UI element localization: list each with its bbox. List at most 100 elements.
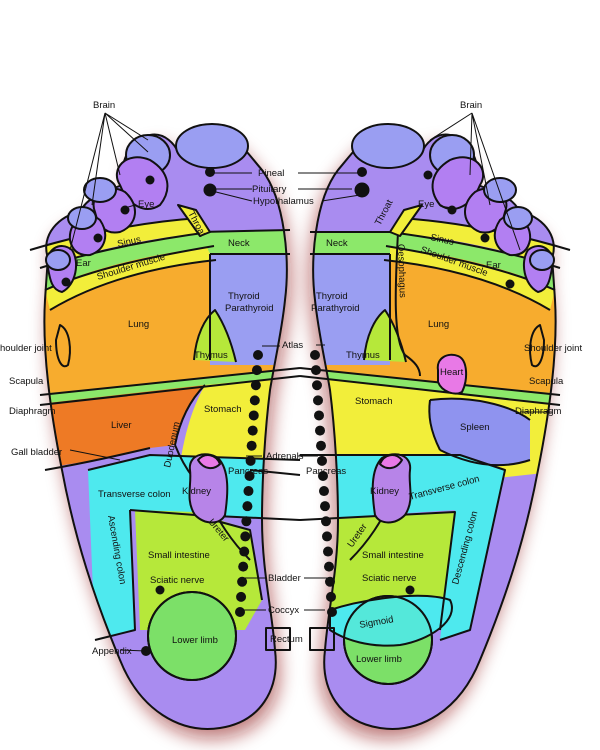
- spine-dot: [237, 576, 248, 587]
- diaphragm-label-right: Diaphragm: [515, 406, 562, 417]
- spine-dot: [312, 380, 322, 391]
- leader-lines: [69, 112, 552, 652]
- eye-dot: [480, 233, 490, 243]
- small-intestine-label-right: Small intestine: [362, 550, 424, 561]
- sciatic-nerve-label-right: Sciatic nerve: [362, 573, 416, 584]
- spine-dot: [319, 486, 329, 497]
- scapula-label-right: Scapula: [529, 376, 564, 387]
- oesophagus-label: Oesophagus: [395, 244, 408, 298]
- sciatic-nerve-label-left: Sciatic nerve: [150, 575, 204, 586]
- pineal-label: Pineal: [258, 168, 284, 179]
- spine-dot: [314, 410, 324, 421]
- lung-label-left: Lung: [128, 319, 149, 330]
- atlas-label: Atlas: [282, 340, 303, 351]
- pituitary-dot-right: [354, 182, 370, 198]
- spine-dot: [238, 561, 249, 572]
- spine-dot: [243, 486, 254, 497]
- thymus-label-left: Thymus: [194, 350, 228, 361]
- kidney-label-right: Kidney: [370, 486, 399, 497]
- brain-label-left: Brain: [93, 100, 115, 111]
- stomach-label-left: Stomach: [204, 404, 242, 415]
- ear-dot: [61, 277, 71, 287]
- sciatic-dot-right: [405, 585, 415, 595]
- eye-label-right: Eye: [418, 199, 434, 210]
- hypothalamus-label: Hypothalamus: [253, 196, 314, 207]
- shoulder-joint-label-left: houlder joint: [0, 343, 52, 354]
- pancreas-label-left: Pancreas: [228, 466, 268, 477]
- spine-dot: [316, 440, 326, 451]
- liver-label: Liver: [111, 420, 132, 431]
- sinus-label-right: Sinus: [429, 232, 455, 248]
- brain-label-right: Brain: [460, 100, 482, 111]
- spine-dot: [253, 350, 263, 360]
- spine-dot: [247, 425, 258, 436]
- spine-dot: [311, 365, 321, 376]
- spine-dot: [250, 380, 261, 391]
- sciatic-dot-left: [155, 585, 165, 595]
- lower-limb-label-right: Lower limb: [356, 654, 402, 665]
- spine-dot: [310, 350, 320, 360]
- neck-label-left: Neck: [228, 238, 250, 249]
- spleen-label: Spleen: [460, 422, 490, 433]
- parathyroid-label-right: Parathyroid: [311, 303, 360, 314]
- brain-dot: [145, 175, 155, 185]
- eye-dot: [93, 233, 103, 243]
- spine-dot: [248, 410, 259, 421]
- spine-dot: [322, 531, 332, 542]
- spine-dot: [324, 561, 334, 572]
- eye-label-left: Eye: [138, 199, 154, 210]
- thymus-label-right: Thymus: [346, 350, 380, 361]
- spine-dot: [249, 395, 260, 406]
- bladder-label: Bladder: [268, 573, 301, 584]
- spine-dot: [242, 501, 253, 512]
- heart-label: Heart: [440, 367, 464, 378]
- neck-label-right: Neck: [326, 238, 348, 249]
- spine-dot: [320, 501, 330, 512]
- lung-label-right: Lung: [428, 319, 449, 330]
- spine-dot: [318, 470, 328, 481]
- diaphragm-label-left: Diaphragm: [9, 406, 56, 417]
- spine-dot: [244, 470, 255, 481]
- ear-label-right: Ear: [486, 260, 501, 271]
- lower-limb-label-left: Lower limb: [172, 635, 218, 646]
- spine-dots: [235, 350, 337, 617]
- kidney-label-left: Kidney: [182, 486, 211, 497]
- pineal-dot: [357, 167, 367, 177]
- spine-dot: [235, 607, 245, 617]
- small-intestine-label-left: Small intestine: [148, 550, 210, 561]
- heart-shape: [436, 353, 468, 395]
- organ-shapes: [147, 353, 468, 685]
- spine-dot: [241, 516, 252, 527]
- spine-dot: [327, 607, 337, 617]
- thyroid-label-left: Thyroid: [228, 291, 260, 302]
- spine-dot: [313, 395, 323, 406]
- parathyroid-label-left: Parathyroid: [225, 303, 274, 314]
- thyroid-label-right: Thyroid: [316, 291, 348, 302]
- ear-label-left: Ear: [76, 258, 91, 269]
- spine-dot: [251, 365, 262, 376]
- transverse-colon-label-left: Transverse colon: [98, 489, 171, 500]
- rectum-label: Rectum: [270, 634, 303, 645]
- spine-dot: [321, 516, 331, 527]
- pituitary-label: Pituitary: [252, 184, 287, 195]
- spine-dot: [245, 455, 256, 466]
- gall-bladder-label: Gall bladder: [11, 447, 62, 458]
- brain-dot: [205, 167, 215, 177]
- spine-dot: [315, 425, 325, 436]
- spine-dot: [236, 591, 247, 602]
- pituitary-dot-left: [203, 183, 217, 197]
- point-markers: [61, 167, 515, 656]
- spine-dot: [325, 576, 335, 587]
- adrenals-label: Adrenals: [266, 451, 304, 462]
- scapula-label-left: Scapula: [9, 376, 44, 387]
- spine-dot: [246, 440, 257, 451]
- pancreas-label-right: Pancreas: [306, 466, 346, 477]
- sinus-label-left: Sinus: [116, 234, 142, 250]
- brain-dot: [423, 170, 433, 180]
- stomach-label-right: Stomach: [355, 396, 393, 407]
- spine-dot: [323, 546, 333, 557]
- spine-dot: [240, 531, 251, 542]
- appendix-label: Appendix: [92, 646, 132, 657]
- ear-dot: [505, 279, 515, 289]
